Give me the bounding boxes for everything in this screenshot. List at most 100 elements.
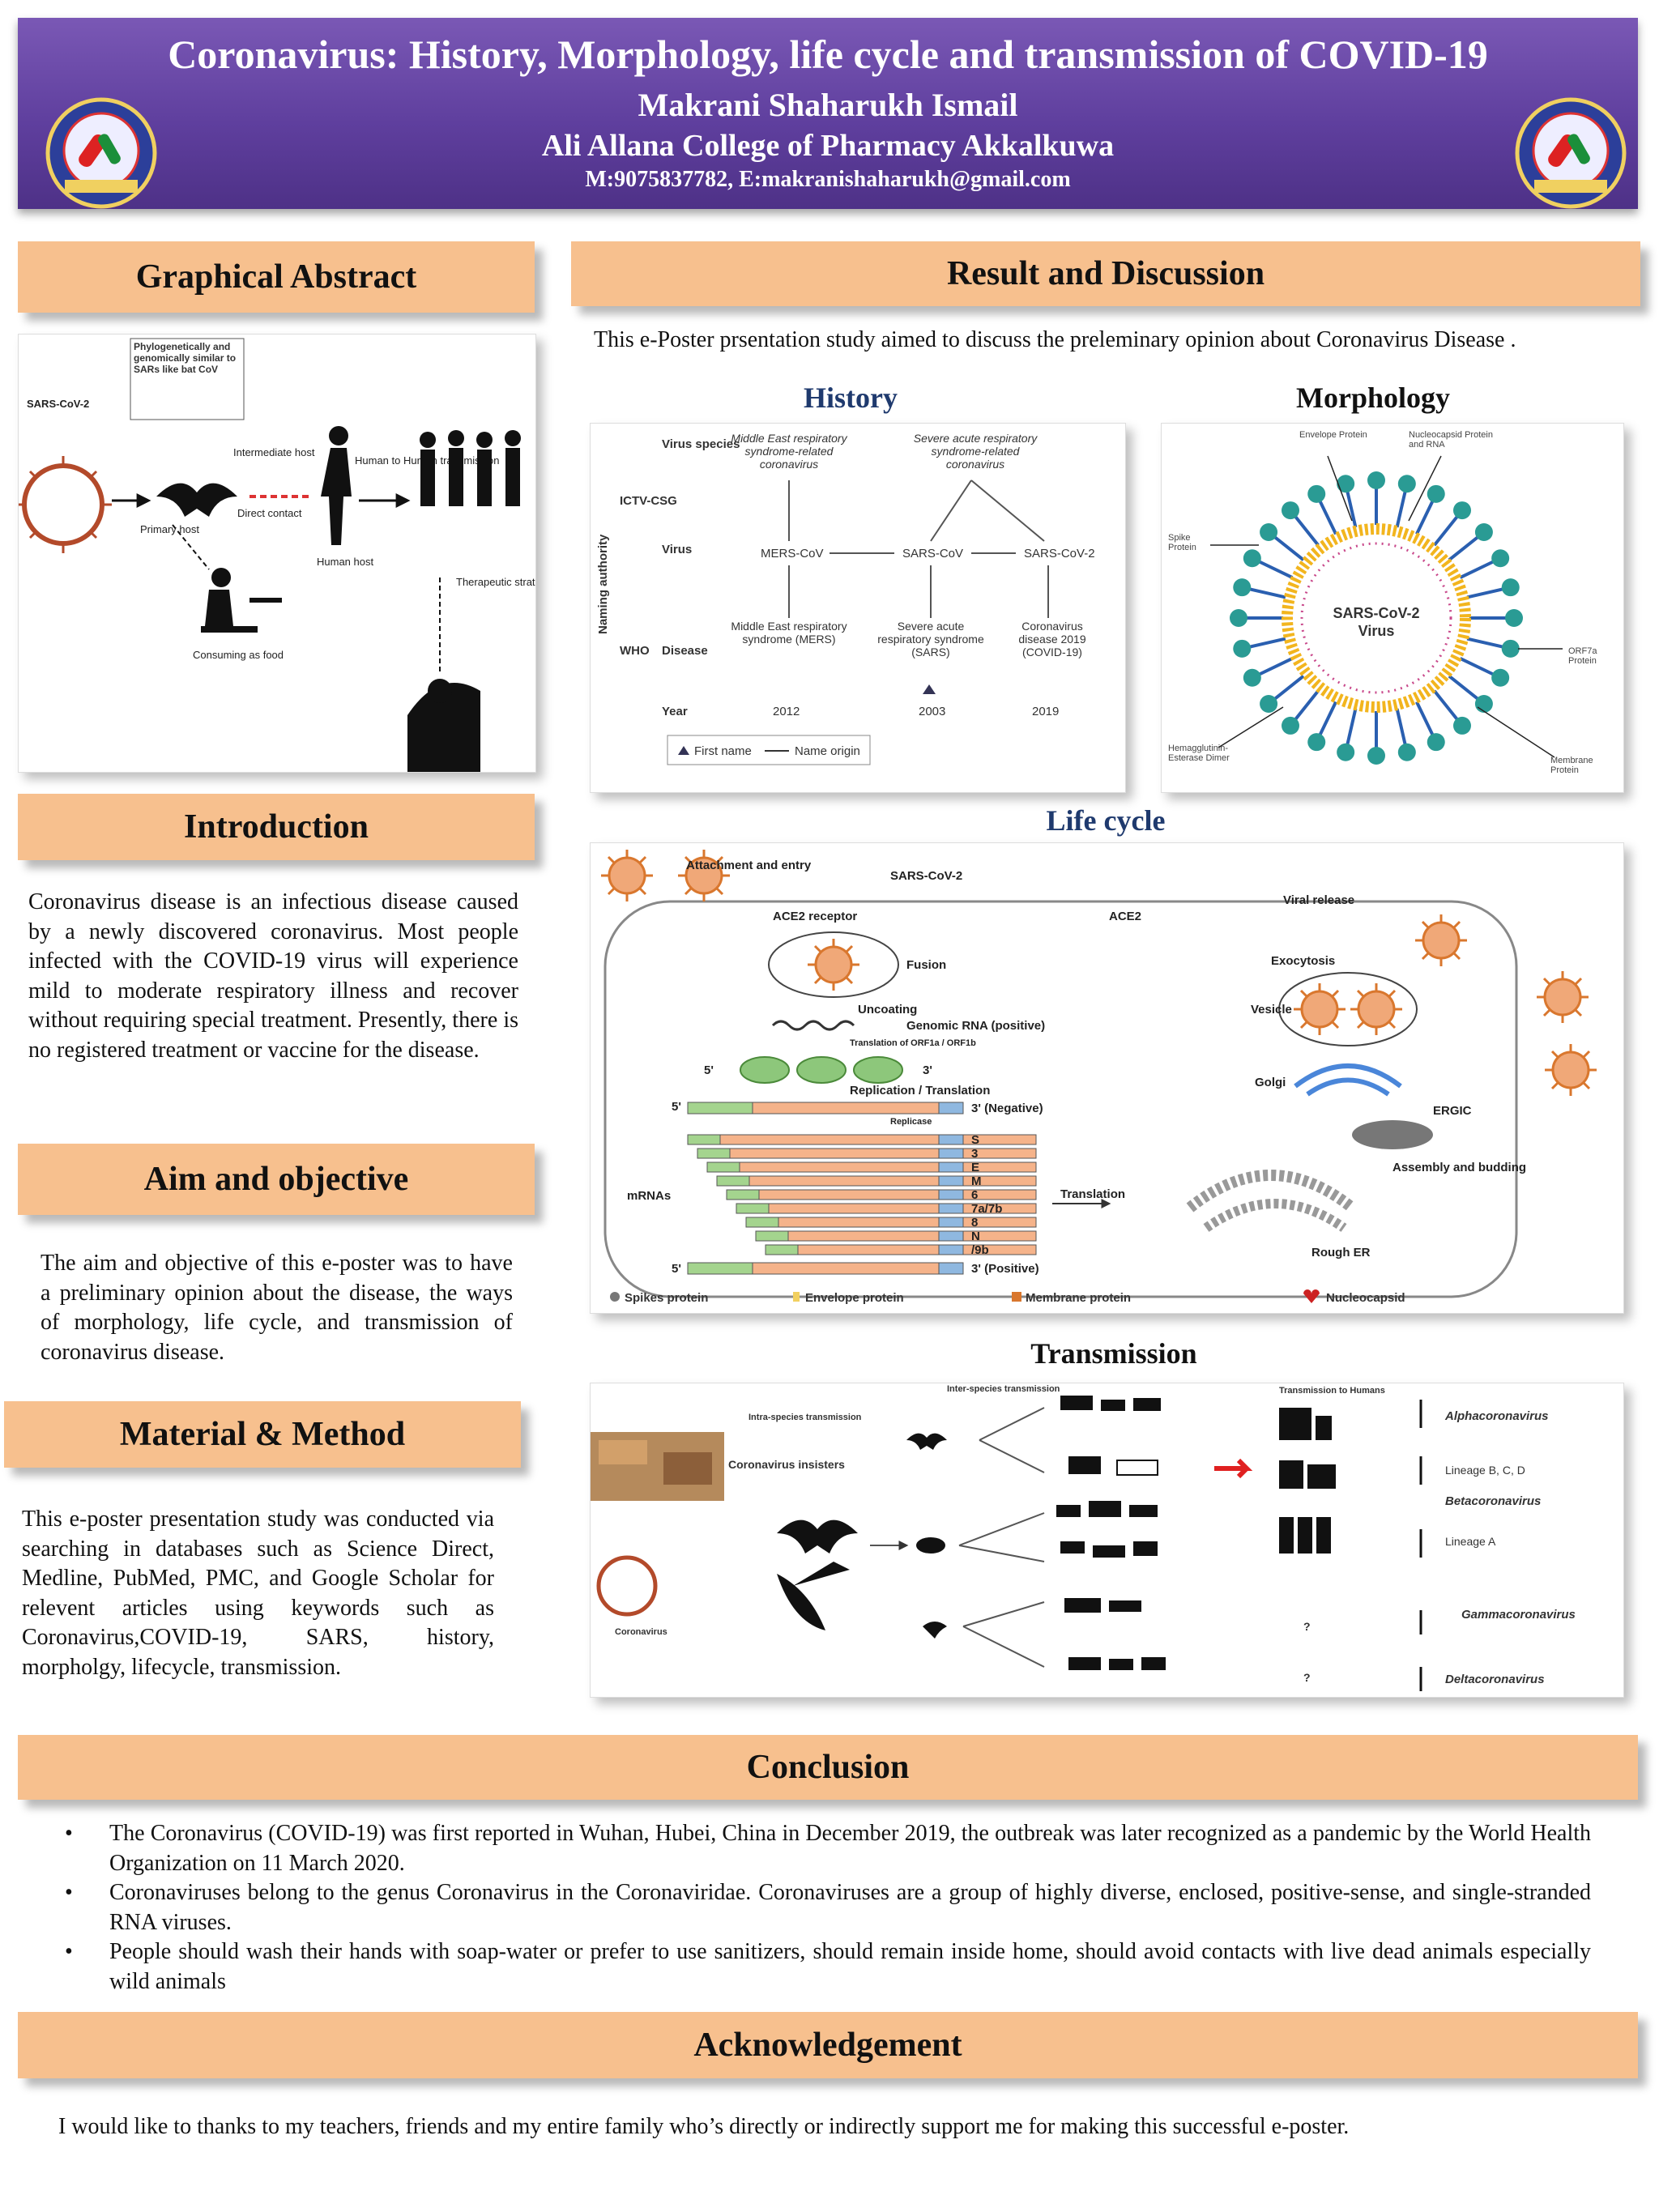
mrna-segment	[748, 1175, 1037, 1187]
transmission-figure: Coronavirus insisters Coronavirus Intra-…	[590, 1383, 1624, 1698]
hist-y1: 2012	[773, 705, 800, 718]
tr-bird-icon	[777, 1562, 850, 1630]
hist-y3: 2019	[1032, 705, 1059, 718]
conclusion-heading: Conclusion	[18, 1735, 1638, 1800]
spike-head-mark	[1243, 668, 1261, 687]
spike-head-mark	[1474, 694, 1493, 713]
morph-hemag: Hemagglutinin-Esterase Dimer	[1168, 744, 1230, 763]
mrna-segment	[938, 1161, 964, 1173]
spike-head-mark	[1233, 639, 1252, 658]
morphology-figure: SARS-CoV-2 Virus Envelope Protein Nucleo…	[1161, 423, 1624, 793]
lc-replicase: Replicase	[890, 1117, 932, 1127]
method-heading: Material & Method	[4, 1401, 521, 1468]
mrna-segment	[938, 1203, 964, 1214]
spike-head-mark	[1427, 484, 1445, 503]
lc-vesicle: Vesicle	[1251, 1003, 1292, 1016]
spike-head-mark	[1307, 484, 1326, 503]
mrna-gene-label: 3	[971, 1147, 978, 1161]
mrna-segment	[758, 1189, 1037, 1200]
history-figure: Naming authority Virus species ICTV-CSG …	[590, 423, 1126, 793]
tr-gamma: Gammacoronavirus	[1461, 1608, 1576, 1622]
introduction-text: Coronavirus disease is an infectious dis…	[28, 889, 518, 1063]
spike-head-mark	[1397, 743, 1416, 761]
tr-insisters-1: Coronavirus insisters	[728, 1458, 845, 1471]
tr-bat-icon	[777, 1519, 858, 1554]
morph-center-2: Virus	[1358, 623, 1395, 639]
lc-three-1: 3'	[923, 1063, 932, 1077]
lc-attach: Attachment and entry	[686, 859, 812, 872]
poster-header: Coronavirus: History, Morphology, life c…	[18, 18, 1638, 209]
hist-virus: Virus	[662, 543, 692, 556]
ga-eating-icon	[201, 590, 282, 633]
lc-rough-er: Rough ER	[1311, 1246, 1371, 1259]
lc-ergic: ERGIC	[1433, 1104, 1472, 1118]
hist-sars-species: Severe acute respiratory syndrome-relate…	[913, 432, 1038, 471]
results-heading: Result and Discussion	[571, 241, 1640, 306]
poster-title: Coronavirus: History, Morphology, life c…	[168, 32, 1488, 77]
lc-legend-nucleocapsid: Nucleocapsid	[1326, 1291, 1405, 1305]
ga-primary-label: Primary host	[140, 523, 199, 535]
ga-food-label: Consuming as food	[193, 649, 284, 661]
results-intro-text: This e-Poster prsentation study aimed to…	[594, 327, 1516, 352]
spike-head-mark	[1452, 501, 1471, 520]
ga-sars-label: SARS-CoV-2	[27, 398, 89, 410]
tr-lineage-a: Lineage A	[1445, 1535, 1496, 1548]
acknowledgement-text: I would like to thanks to my teachers, f…	[58, 2114, 1350, 2139]
tr-q-1: ?	[1303, 1620, 1311, 1633]
mrna-segment	[716, 1175, 750, 1187]
lc-legend-membrane: Membrane protein	[1026, 1291, 1131, 1305]
lc-negative: 3' (Negative)	[971, 1102, 1043, 1115]
tr-to-humans-label: Transmission to Humans	[1279, 1386, 1385, 1396]
lc-genomic: Genomic RNA (positive)	[906, 1019, 1045, 1033]
method-text: This e-poster presentation study was con…	[22, 1507, 494, 1680]
mrna-segment	[938, 1230, 964, 1242]
lc-uncoat: Uncoating	[858, 1003, 917, 1016]
mrna-segment	[938, 1175, 964, 1187]
spike-head-mark	[1501, 578, 1520, 597]
morph-orf: ORF7a Protein	[1568, 646, 1597, 666]
lifecycle-figure: Attachment and entry SARS-CoV-2 ACE2 rec…	[590, 842, 1624, 1314]
mrna-segment	[706, 1161, 740, 1173]
spike-head-mark	[1337, 475, 1355, 493]
spike-head-mark	[1427, 733, 1445, 752]
spike-head-mark	[1260, 694, 1278, 713]
ga-human-label: Human host	[317, 556, 373, 568]
transmission-subheading: Transmission	[1030, 1337, 1197, 1370]
morph-spike: Spike Protein	[1168, 533, 1196, 552]
hist-species: Virus species	[662, 437, 740, 451]
lc-five-2: 5'	[672, 1100, 681, 1114]
mrna-segment	[755, 1230, 789, 1242]
tr-coronavirus-label: Coronavirus	[615, 1627, 667, 1637]
hist-d-sars: Severe acute respiratory syndrome (SARS)	[877, 620, 984, 658]
lc-ace2r: ACE2 receptor	[773, 910, 857, 923]
tr-beta: Betacoronavirus	[1445, 1494, 1541, 1508]
tr-q-2: ?	[1303, 1671, 1311, 1684]
lc-fusion: Fusion	[906, 958, 946, 972]
ga-intermediate-label: Intermediate host	[233, 446, 315, 458]
spike-head-mark	[1397, 475, 1416, 493]
graphical-abstract-heading: Graphical Abstract	[18, 241, 535, 313]
mrna-segment	[745, 1217, 779, 1228]
ga-human-icon	[321, 448, 352, 545]
spike-head-mark	[1337, 743, 1355, 761]
lc-exo: Exocytosis	[1271, 954, 1335, 968]
mrna-gene-label: S	[971, 1133, 979, 1147]
mrna-segment	[736, 1203, 770, 1214]
mrna-segment	[778, 1217, 1037, 1228]
mrna-gene-label: 8	[971, 1216, 978, 1230]
mrna-segment	[697, 1148, 731, 1159]
spike-head-mark	[1452, 716, 1471, 735]
tr-lineage-bcd: Lineage B, C, D	[1445, 1464, 1525, 1477]
lc-positive: 3' (Positive)	[971, 1262, 1039, 1276]
mrna-segment	[729, 1148, 1037, 1159]
mrna-segment	[726, 1189, 760, 1200]
spike-head-mark	[1505, 609, 1523, 627]
spike-head-mark	[1367, 471, 1385, 489]
tr-delta: Deltacoronavirus	[1445, 1673, 1545, 1686]
lc-release: Viral release	[1283, 893, 1354, 907]
spike-head-mark	[1260, 523, 1278, 542]
spike-head-mark	[1491, 549, 1510, 568]
morph-center-1: SARS-CoV-2	[1333, 605, 1419, 621]
mrna-segment	[739, 1161, 1037, 1173]
spike-head-mark	[1501, 639, 1520, 658]
